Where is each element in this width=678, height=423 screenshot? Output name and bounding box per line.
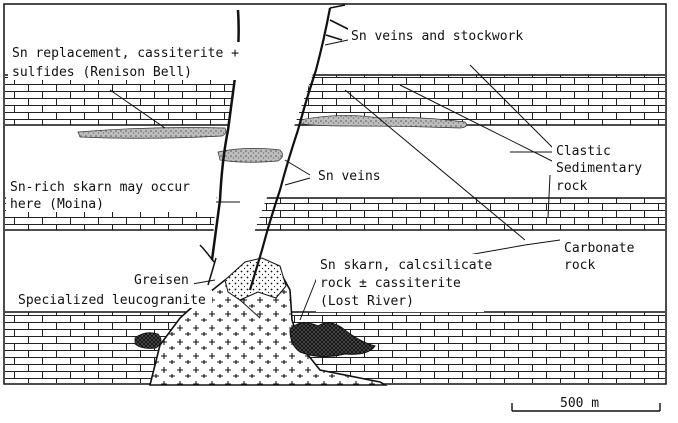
label-sn-veins-stockwork: Sn veins and stockwork	[351, 29, 523, 44]
label-carbonate-rock: rock	[564, 258, 595, 273]
vein-main-right	[248, 7, 332, 291]
leader-lines	[109, 39, 561, 321]
label-clastic-sedimentary: Sedimentary	[556, 161, 642, 176]
label-sn-veins: Sn veins	[318, 169, 381, 184]
greisen-cupola	[224, 257, 287, 301]
label-specialized-leucogranite: Specialized leucogranite	[18, 293, 206, 308]
small-skarn-left	[134, 332, 162, 349]
lost-river-skarn	[289, 322, 376, 358]
label-sn-skarn-line2: rock ± cassiterite	[320, 276, 461, 291]
label-clastic: Clastic	[556, 144, 611, 159]
label-sn-rich-skarn-line2: here (Moina)	[10, 197, 104, 212]
scale-bar	[511, 403, 661, 412]
vein-branch-top	[325, 4, 351, 41]
vein-branch-lower	[199, 244, 217, 286]
label-sn-replacement-line1: Sn replacement, cassiterite +	[12, 46, 239, 61]
scale-bar-label: 500 m	[560, 396, 599, 411]
label-sn-replacement-line2: sulfides (Renison Bell)	[12, 65, 192, 80]
label-clastic-rock: rock	[556, 179, 587, 194]
label-carbonate: Carbonate	[564, 241, 635, 256]
label-sn-skarn-line3: (Lost River)	[320, 294, 414, 309]
label-greisen: Greisen	[134, 273, 189, 288]
replacement-body-left	[77, 127, 227, 139]
moina-skarn-body	[217, 148, 283, 163]
label-sn-skarn-line1: Sn skarn, calcsilicate	[320, 258, 492, 273]
label-sn-rich-skarn-line1: Sn-rich skarn may occur	[10, 180, 190, 195]
